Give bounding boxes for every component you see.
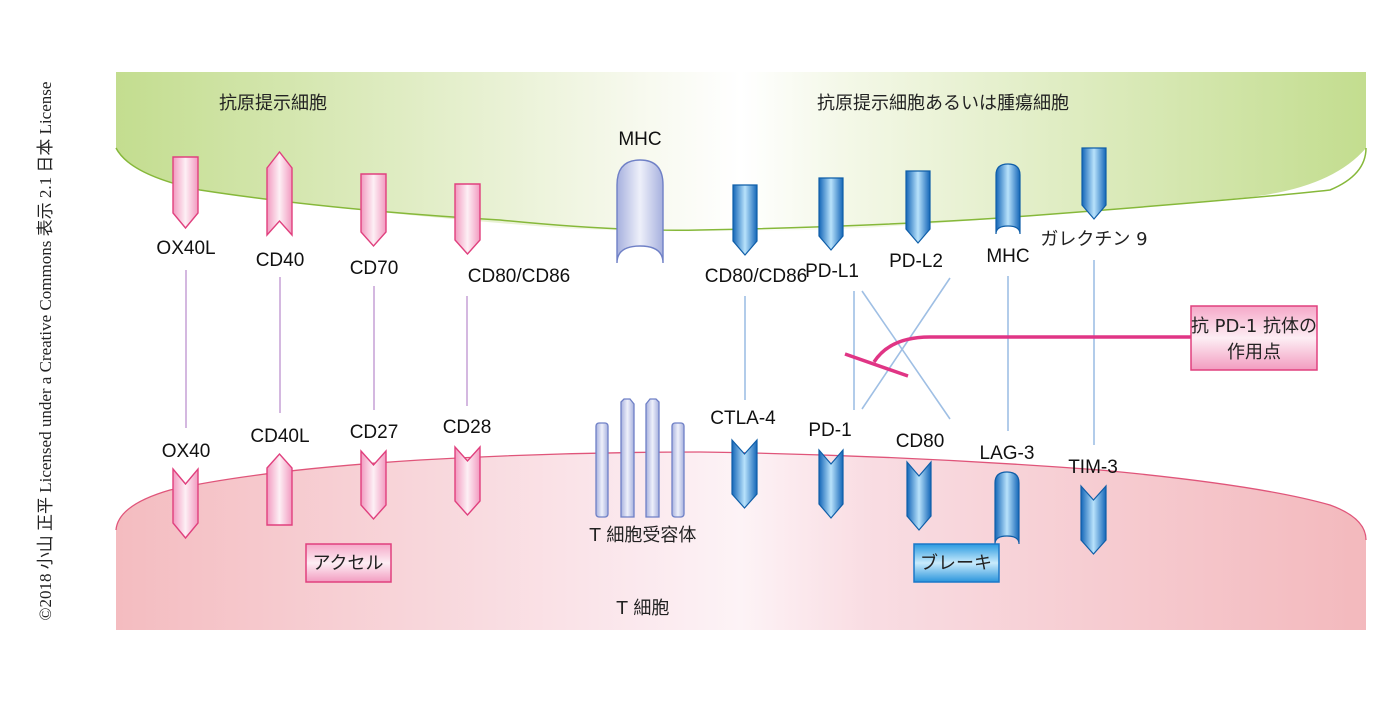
cd80-cd86-ligand	[454, 183, 481, 256]
accelerator-label: アクセル	[312, 553, 383, 574]
copyright-credit: ©2018 小山 正平 Licensed under a Creative Co…	[36, 82, 55, 621]
apc-membrane	[116, 72, 1366, 232]
brake-label: ブレーキ	[920, 552, 992, 574]
cd28-label: CD28	[443, 417, 492, 438]
cd40-ligand	[266, 150, 293, 237]
ctla4-label: CTLA-4	[710, 408, 776, 429]
tcr-chain-2	[620, 398, 635, 518]
cd40l-label: CD40L	[250, 426, 309, 447]
antibody-pointer-line	[872, 335, 1192, 363]
antibody-block-bar	[844, 352, 909, 378]
cd80-label: CD80	[896, 431, 945, 452]
pair-mhc-lag3: MHC LAG-3	[980, 163, 1035, 545]
tcr-chain-4	[671, 422, 685, 518]
pd1-receptor	[818, 448, 844, 519]
ox40-label: OX40	[162, 441, 211, 462]
pair-pdl1-pd1: PD-L1 PD-1	[805, 177, 859, 519]
pdl1-to-cd80-line	[861, 290, 951, 420]
cd40-label: CD40	[256, 250, 305, 271]
lag3-receptor	[994, 471, 1020, 545]
tim3-receptor	[1080, 484, 1107, 555]
tcell-membrane	[116, 452, 1366, 630]
ctla4-receptor	[731, 438, 758, 509]
pdl2-to-pd1-line	[861, 277, 951, 410]
pair-ox40l-ox40: OX40L OX40	[156, 156, 216, 540]
cd80-cd86-left-label: CD80/CD86	[468, 266, 570, 287]
tcr-chain-3	[645, 398, 660, 518]
pdl1-label: PD-L1	[805, 261, 859, 282]
pdl2-ligand	[905, 170, 931, 244]
ox40-receptor	[172, 467, 199, 540]
tcell-label: T 細胞	[616, 598, 670, 619]
pair-pdl2-cd80: PD-L2 CD80	[889, 170, 945, 531]
antibody-badge-line2: 作用点	[1227, 342, 1281, 363]
mhc-right-ligand	[995, 163, 1021, 235]
apc-left-label: 抗原提示細胞	[219, 93, 327, 114]
cd80-cd86-right-ligand	[732, 184, 758, 256]
brake-badge: ブレーキ	[913, 543, 1000, 583]
antibody-badge-line1: 抗 PD-1 抗体の	[1191, 316, 1317, 337]
cd70-ligand	[360, 173, 387, 248]
ox40l-ligand	[172, 156, 199, 230]
pdl2-label: PD-L2	[889, 251, 943, 272]
pair-galectin9-tim3: ガレクチン 9 TIM-3	[1040, 147, 1148, 555]
antibody-badge	[1190, 305, 1318, 371]
mhc-right-label: MHC	[986, 246, 1029, 267]
accelerator-badge: アクセル	[305, 543, 392, 583]
cd80-receptor	[906, 460, 932, 531]
tcell-membrane-edge	[115, 451, 1367, 541]
mhc-center-label: MHC	[618, 129, 661, 150]
cd27-label: CD27	[350, 422, 399, 443]
lag3-label: LAG-3	[980, 443, 1035, 464]
pair-cd80cd86-cd28: CD80/CD86 CD28	[443, 183, 570, 517]
pair-cd40-cd40l: CD40 CD40L	[250, 150, 310, 526]
mhc-center-molecule	[616, 159, 664, 264]
anti-pd1-antibody-site: 抗 PD-1 抗体の 作用点	[844, 305, 1318, 378]
cd28-receptor	[454, 445, 481, 517]
galectin9-label: ガレクチン 9	[1040, 229, 1147, 250]
cd80-cd86-right-label: CD80/CD86	[705, 266, 807, 287]
ox40l-label: OX40L	[156, 238, 215, 259]
mhc-center: MHC	[616, 129, 664, 264]
apc-right-label: 抗原提示細胞あるいは腫瘍細胞	[817, 93, 1069, 114]
brake-badge-box	[913, 543, 1000, 583]
pair-cd80cd86-ctla4: CD80/CD86 CTLA-4	[705, 184, 807, 509]
cd70-label: CD70	[350, 258, 399, 279]
apc-membrane-edge	[115, 147, 1367, 232]
pdl1-ligand	[818, 177, 844, 251]
pd1-label: PD-1	[808, 420, 851, 441]
accelerator-badge-box	[305, 543, 392, 583]
cd40l-receptor	[266, 452, 293, 526]
tcr-label: T 細胞受容体	[589, 525, 697, 546]
t-cell-receptor	[595, 398, 685, 518]
pair-cd70-cd27: CD70 CD27	[350, 173, 399, 521]
tim3-label: TIM-3	[1068, 457, 1118, 478]
tcr-chain-1	[595, 422, 609, 518]
galectin9-ligand	[1081, 147, 1107, 220]
cd27-receptor	[360, 449, 387, 521]
